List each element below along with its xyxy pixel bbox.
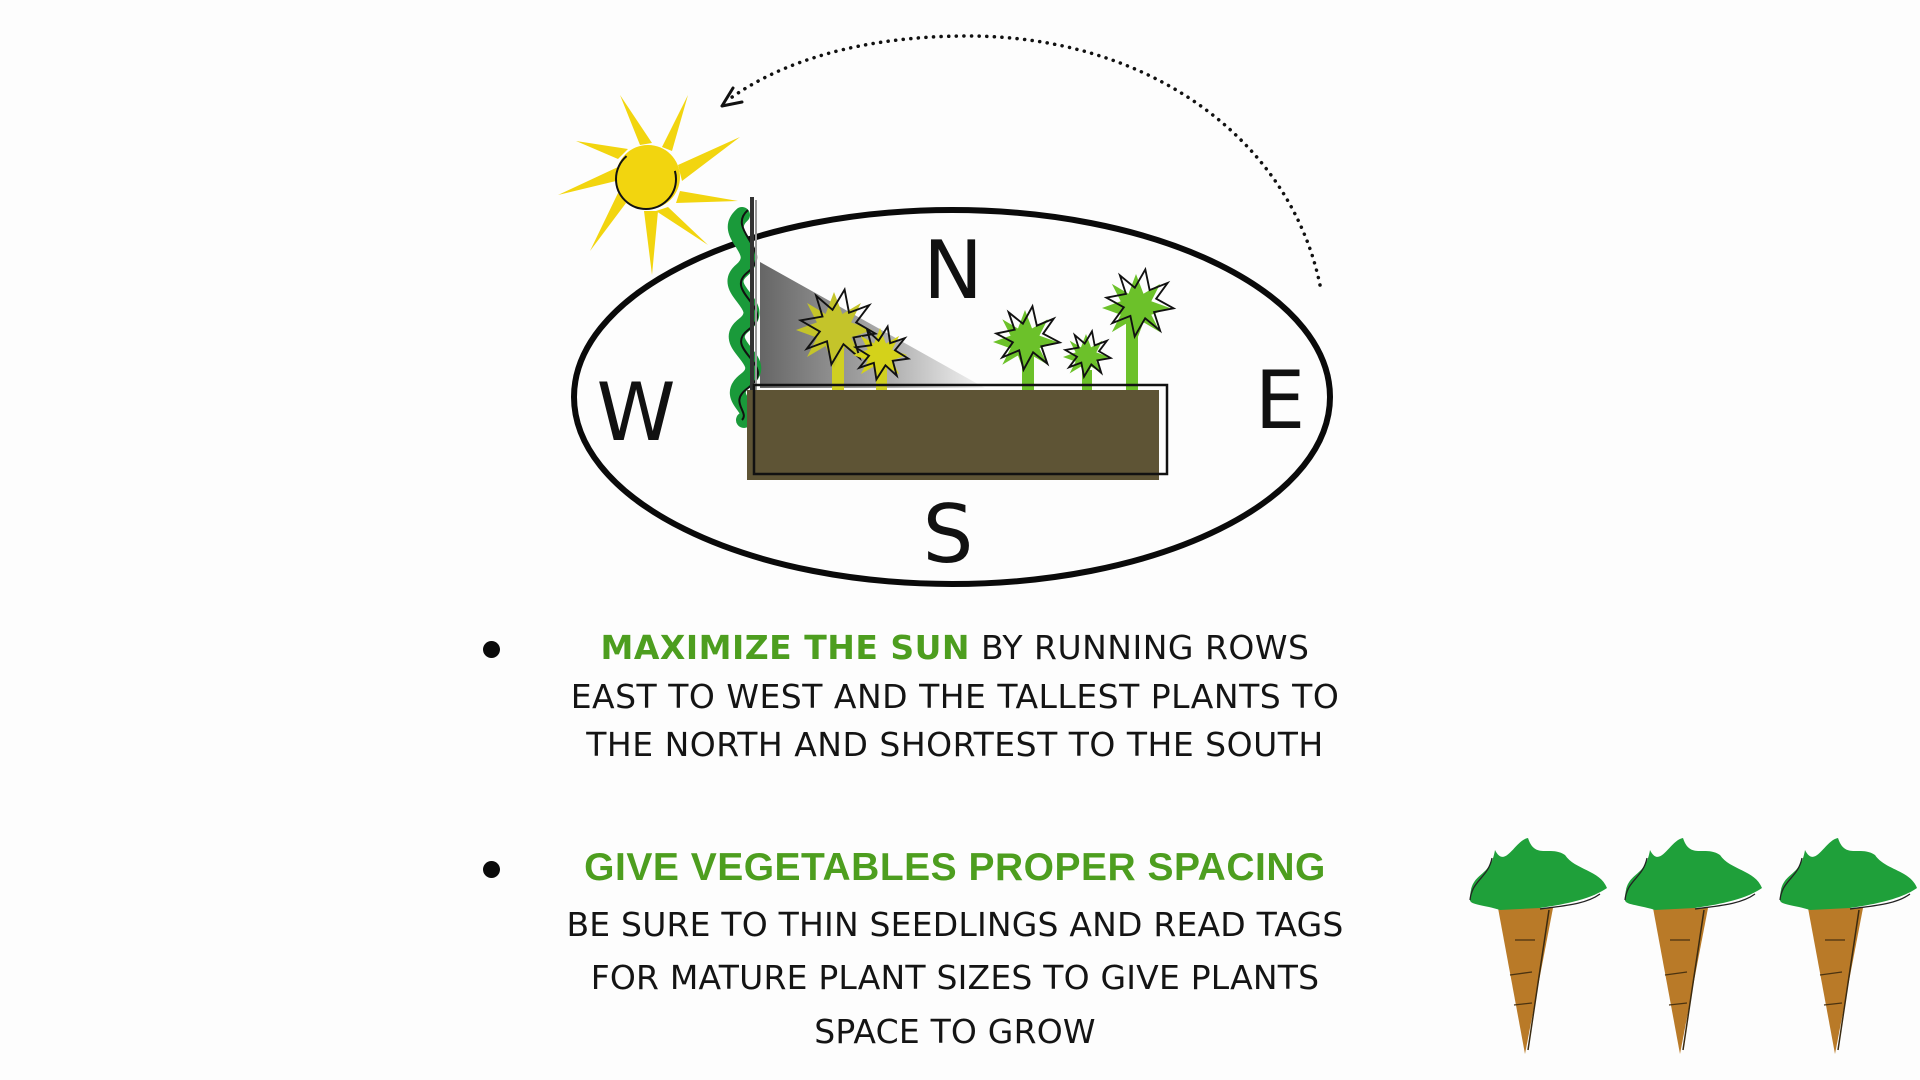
tip-line: THE NORTH AND SHORTEST TO THE SOUTH bbox=[586, 725, 1324, 764]
sun-icon bbox=[558, 95, 740, 275]
carrots-illustration bbox=[1469, 838, 1917, 1054]
sun-path-arrow bbox=[720, 34, 1322, 287]
carrot-icon bbox=[1624, 838, 1762, 1054]
compass-south-label: S bbox=[923, 488, 974, 581]
carrot-icon bbox=[1469, 838, 1607, 1054]
tip-text: BY RUNNING ROWS bbox=[970, 628, 1310, 667]
compass-east-label: E bbox=[1255, 354, 1306, 447]
bullet-icon bbox=[483, 641, 500, 658]
tip-line: SPACE TO GROW bbox=[814, 1012, 1096, 1051]
tip-line: EAST TO WEST AND THE TALLEST PLANTS TO bbox=[570, 677, 1340, 716]
bullet-icon bbox=[483, 861, 500, 878]
tip-line: MAXIMIZE THE SUN BY RUNNING ROWS bbox=[0, 628, 1910, 667]
sun-plants-icon bbox=[992, 264, 1179, 390]
compass-ellipse bbox=[571, 207, 1333, 587]
compass-north-label: N bbox=[923, 224, 983, 317]
tip-line: BE SURE TO THIN SEEDLINGS AND READ TAGS bbox=[566, 905, 1344, 944]
carrot-icon bbox=[1779, 838, 1917, 1054]
tip-highlight: MAXIMIZE THE SUN bbox=[600, 628, 971, 667]
raised-bed bbox=[747, 383, 1169, 480]
trellis-shadow bbox=[760, 262, 985, 388]
tip-heading: GIVE VEGETABLES PROPER SPACING bbox=[584, 846, 1326, 889]
trellis-vine-icon bbox=[727, 197, 762, 428]
compass-west-label: W bbox=[596, 366, 675, 459]
shade-plants-icon bbox=[794, 283, 914, 390]
tip-line: FOR MATURE PLANT SIZES TO GIVE PLANTS bbox=[590, 958, 1320, 997]
